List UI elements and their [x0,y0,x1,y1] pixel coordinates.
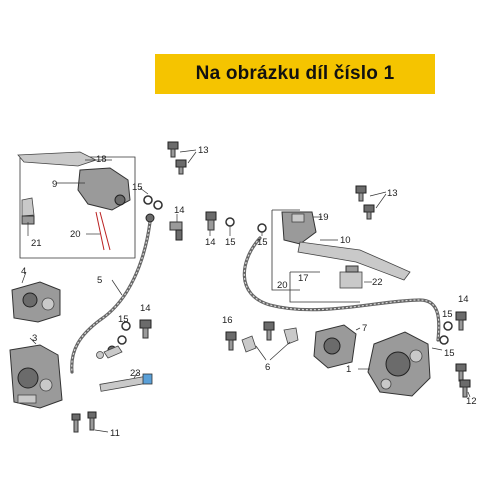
caliper-1-main [358,331,431,397]
right-lower-fittings [431,311,467,351]
brake-pin-23 [99,371,153,392]
callout-20b: 20 [277,280,288,291]
callout-15f: 15 [444,348,455,359]
callout-14d: 14 [458,294,469,305]
callout-21: 21 [31,238,42,249]
callout-13b: 13 [387,188,398,199]
callout-22: 22 [372,277,383,288]
callout-6: 6 [265,362,270,373]
callout-18: 18 [96,154,107,165]
washer-15-left [143,195,153,205]
left-switch-wire [95,211,105,251]
brake-switch-left [21,197,35,217]
left-switch-wire-2 [99,211,111,251]
callout-7: 7 [362,323,367,334]
callout-9: 9 [52,179,57,190]
callout-5: 5 [97,275,102,286]
callout-labels: 18 9 15 21 20 13 14 5 4 3 15 14 23 11 14… [21,145,477,439]
washer-15b-left [153,200,163,210]
part-number-banner: Na obrázku díl číslo 1 [155,54,435,94]
callout-14b: 14 [140,303,151,314]
callout-16: 16 [222,315,233,326]
callout-17: 17 [298,273,309,284]
callout-15e: 15 [442,309,453,320]
left-lever-assembly [17,151,136,259]
bolts-11 [71,411,109,433]
callout-23: 23 [130,368,141,379]
right-brake-hose [242,236,441,342]
left-reservoir-cap [114,194,126,206]
callout-15c: 15 [225,237,236,248]
bolts-12 [455,363,471,398]
caliper-7 [313,324,361,369]
right-master-cylinder [281,211,317,245]
bolt-14-left [169,221,183,231]
bolts-left-lower [117,319,152,345]
bolts-13-right [355,185,387,220]
callout-15d: 15 [257,237,268,248]
callout-11: 11 [110,428,120,439]
fittings-16-6 [225,321,299,361]
callout-3: 3 [32,333,37,344]
banjo-bolt-left-top [145,213,155,223]
callout-14c: 14 [205,237,216,248]
callout-4: 4 [21,266,26,277]
callout-1: 1 [346,364,351,375]
right-top-fittings [205,211,267,236]
callout-20a: 20 [70,229,81,240]
callout-10: 10 [340,235,351,246]
bolts-13-top [167,141,197,175]
callout-14a: 14 [174,205,185,216]
callout-15a: 15 [132,182,143,193]
left-brake-hose [70,213,155,374]
left-hose-fittings [139,187,183,241]
switch-group-17 [289,265,372,303]
callout-19: 19 [318,212,329,223]
caliper-4 [11,271,61,323]
callout-15b: 15 [118,314,129,325]
banner-title: Na obrázku díl číslo 1 [195,63,395,84]
right-lever-assembly [271,209,411,291]
callout-12: 12 [466,396,477,407]
callout-13a: 13 [198,145,209,156]
left-brake-lever [17,151,98,167]
caliper-3 [9,337,63,409]
right-brake-lever [297,241,411,281]
